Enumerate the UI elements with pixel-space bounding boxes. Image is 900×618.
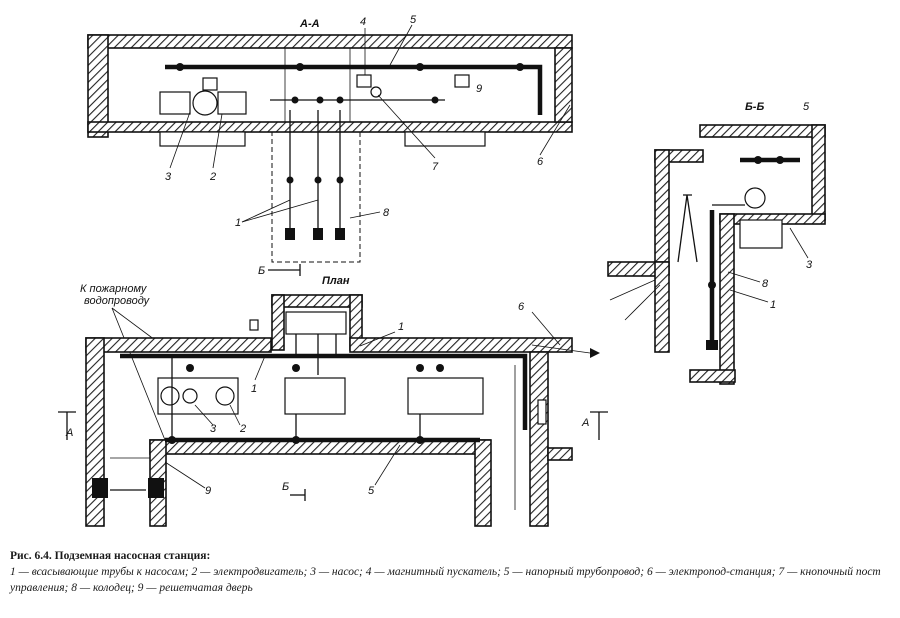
aa-motor [159,91,191,115]
aa-callout-7: 7 [432,161,439,173]
caption-legend: 1 — всасывающие трубы к насосам; 2 — эле… [10,566,881,594]
bb-roof-wall [699,124,826,138]
plan-top-wall-left [85,337,272,353]
plan-callout-1b: 1 [251,383,257,395]
bb-callout-8: 8 [762,278,769,290]
aa-callout-5: 5 [410,14,417,26]
aa-callout-3: 3 [165,171,172,183]
bb-pump [744,187,766,209]
aa-foundation-1 [159,131,246,147]
section-bb-label: Б-Б [745,101,764,113]
bb-ramp [609,279,661,321]
plan-callout-9: 9 [205,485,211,497]
aa-right-wall [554,47,573,123]
aa-callout-8: 8 [383,207,390,219]
bb-foundation [739,219,783,249]
aa-callout-1: 1 [235,217,241,229]
aa-marker-b: Б [258,265,265,277]
bb-lower-wall [654,261,670,353]
aa-starter-3 [454,74,470,88]
plan-right-stub [547,447,573,461]
plan-callout-3: 3 [210,423,217,435]
aa-pump [192,90,218,116]
plan-marker-a-right: А [581,417,589,429]
plan-right-wall [529,351,549,527]
plan-door-right [148,478,164,498]
aa-starter [202,77,218,91]
aa-button-post [370,86,382,98]
aa-foundation-2 [404,131,486,147]
plan-callout-5: 5 [368,485,375,497]
plan-callout-6: 6 [518,301,525,313]
bb-callout-3: 3 [806,259,813,271]
bb-trestle [677,194,698,263]
plan-view: К пожарному водопроводу [58,283,608,527]
bb-left-wall [654,149,670,276]
section-aa: А-А [87,14,573,287]
bb-valves [706,156,784,350]
plan-inner-right [474,439,492,527]
plan-callout-1a: 1 [398,321,404,333]
aa-callout-9: 9 [476,83,482,95]
bb-callout-1: 1 [770,299,776,311]
bb-pit-wall [719,213,735,385]
aa-pressure-pipe [165,64,543,115]
plan-alcove-left [271,294,285,351]
caption-title: Рис. 6.4. Подземная насосная станция: [10,550,211,562]
plan-pressure-pipe [120,353,528,430]
aa-callout-6: 6 [537,156,544,168]
bb-pit-floor [689,369,736,383]
aa-callout-4: 4 [360,16,366,28]
plan-marker-a-left: А [65,427,73,439]
aa-valves [176,63,524,104]
plan-foundation-2 [407,377,484,415]
plan-button-post [249,319,259,331]
figure-caption: Рис. 6.4. Подземная насосная станция: 1 … [10,548,890,596]
bb-callout-5: 5 [803,101,810,113]
aa-left-wall [87,34,109,138]
plan-label: План [322,275,350,287]
pump-station-drawing: А-А [58,14,826,527]
fire-main-note-line1: К пожарному [80,283,148,295]
plan-top-wall-right [349,337,573,353]
plan-valves [168,364,444,444]
plan-alcove-equipment [285,311,347,335]
plan-cable-arrow [590,348,600,358]
section-bb: Б-Б 5 8 1 3 [607,101,826,385]
aa-suction-valves [285,176,345,240]
aa-ceiling-wall [87,34,573,49]
plan-callout-2: 2 [239,423,246,435]
aa-starter-2 [356,74,372,88]
bb-right-wall [811,124,826,221]
fire-main-note-line2: водопроводу [84,295,151,307]
plan-door-left [92,478,108,498]
aa-motor-2 [217,91,247,115]
aa-floor-wall [87,121,573,133]
aa-callout-2: 2 [209,171,216,183]
plan-alcove-top [271,294,363,308]
plan-foundation-1 [284,377,346,415]
aa-pit [271,131,361,263]
plan-marker-b: Б [282,481,289,493]
plan-substation-door [537,399,547,425]
section-aa-label: А-А [299,18,320,30]
